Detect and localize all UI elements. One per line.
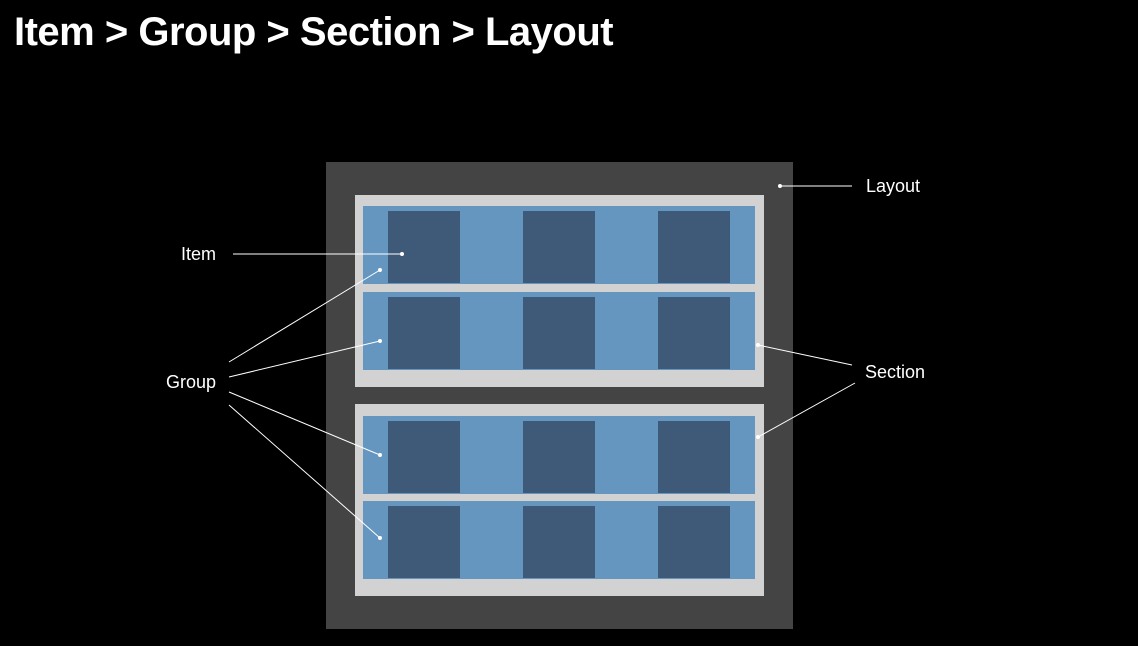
group-label: Group <box>166 372 217 392</box>
connector-section-2 <box>757 382 856 438</box>
item-box-2-1 <box>388 297 460 369</box>
item-box-2-2 <box>523 297 595 369</box>
item-box-4-3 <box>658 506 730 578</box>
item-box-1-3 <box>658 211 730 283</box>
item-box-1-2 <box>523 211 595 283</box>
item-label: Item <box>181 244 217 264</box>
item-box-4-2 <box>523 506 595 578</box>
connector-dot-group-1 <box>378 268 382 272</box>
connector-dot-layout <box>778 184 782 188</box>
connector-section-1 <box>757 344 853 366</box>
connector-dot-group-2 <box>378 339 382 343</box>
connector-dot-group-3 <box>378 453 382 457</box>
connector-group-4 <box>228 404 381 539</box>
connector-group-1 <box>228 269 381 363</box>
item-box-2-3 <box>658 297 730 369</box>
connector-dot-section-2 <box>756 435 760 439</box>
item-box-3-3 <box>658 421 730 493</box>
layout-label: Layout <box>866 176 921 196</box>
item-box-4-1 <box>388 506 460 578</box>
item-box-3-1 <box>388 421 460 493</box>
connector-dot-group-4 <box>378 536 382 540</box>
diagram-title: Item > Group > Section > Layout <box>14 10 614 54</box>
connector-group-2 <box>228 340 381 378</box>
connector-dot-section-1 <box>756 343 760 347</box>
connector-group-3 <box>228 391 381 456</box>
section-label: Section <box>865 362 926 382</box>
connector-dot-item <box>400 252 404 256</box>
item-box-3-2 <box>523 421 595 493</box>
item-box-1-1 <box>388 211 460 283</box>
